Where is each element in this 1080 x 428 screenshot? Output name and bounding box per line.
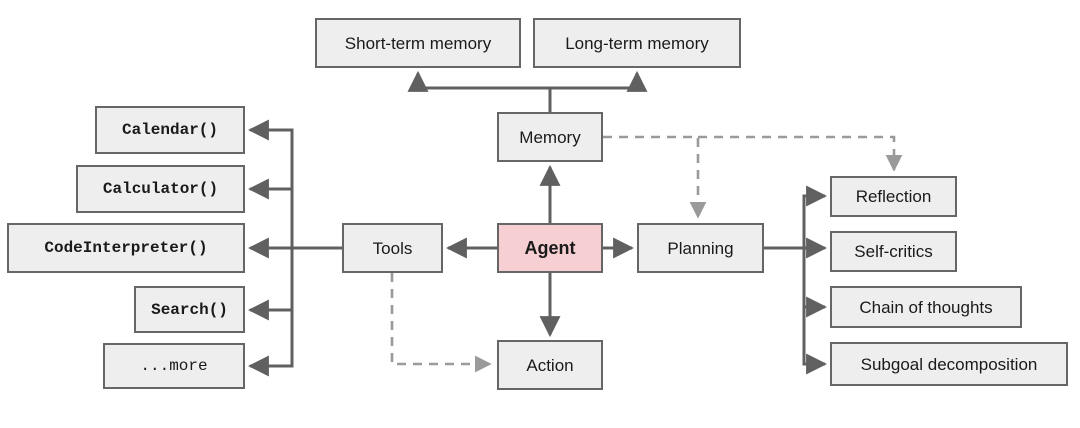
node-label: Long-term memory: [565, 33, 709, 53]
node-chain-of-thoughts[interactable]: Chain of thoughts: [830, 286, 1022, 328]
node-memory[interactable]: Memory: [497, 112, 603, 162]
node-agent[interactable]: Agent: [497, 223, 603, 273]
node-long-term-memory[interactable]: Long-term memory: [533, 18, 741, 68]
node-label: Subgoal decomposition: [860, 354, 1038, 374]
node-label: Tools: [372, 238, 413, 258]
edge-planning-to-reflection: [802, 185, 828, 248]
edge-memory-to-planning-dashed: [603, 135, 707, 219]
node-label: Chain of thoughts: [859, 297, 993, 317]
node-label: Short-term memory: [344, 33, 492, 53]
edge-memory-to-long-term-memory: [550, 70, 648, 92]
node-label: CodeInterpreter(): [44, 239, 208, 257]
node-label: Action: [526, 355, 574, 375]
node-action[interactable]: Action: [497, 340, 603, 390]
node-label: Calculator(): [102, 180, 219, 198]
node-label: Planning: [667, 238, 734, 258]
edge-tools-to-calendar: [247, 119, 294, 248]
node-label: Self-critics: [854, 242, 933, 261]
edge-memory-to-reflection-dashed: [698, 135, 903, 172]
node-code-interpreter-tool[interactable]: CodeInterpreter(): [7, 223, 245, 273]
edge-tools-to-more: [247, 310, 294, 377]
edge-tools-to-action-dashed: [390, 273, 492, 373]
node-calendar-tool[interactable]: Calendar(): [95, 106, 245, 154]
edge-memory-to-short-term-memory: [407, 70, 552, 112]
edge-planning-to-subgoal: [802, 307, 828, 375]
node-subgoal-decomposition[interactable]: Subgoal decomposition: [830, 342, 1068, 386]
node-self-critics[interactable]: Self-critics: [830, 231, 957, 272]
edge-tools-to-search: [247, 248, 294, 321]
node-label: Search(): [151, 300, 228, 319]
node-label: Agent: [524, 238, 576, 258]
node-reflection[interactable]: Reflection: [830, 176, 957, 217]
node-label: Memory: [519, 127, 581, 147]
node-short-term-memory[interactable]: Short-term memory: [315, 18, 521, 68]
node-search-tool[interactable]: Search(): [134, 286, 245, 333]
node-planning[interactable]: Planning: [637, 223, 764, 273]
node-label: Calendar(): [121, 121, 218, 139]
node-label: Reflection: [855, 187, 932, 206]
edge-planning-to-chain-of-thoughts: [802, 248, 828, 318]
node-label: ...more: [140, 357, 208, 375]
node-calculator-tool[interactable]: Calculator(): [76, 165, 245, 213]
node-more-tools[interactable]: ...more: [103, 343, 245, 389]
node-tools[interactable]: Tools: [342, 223, 443, 273]
